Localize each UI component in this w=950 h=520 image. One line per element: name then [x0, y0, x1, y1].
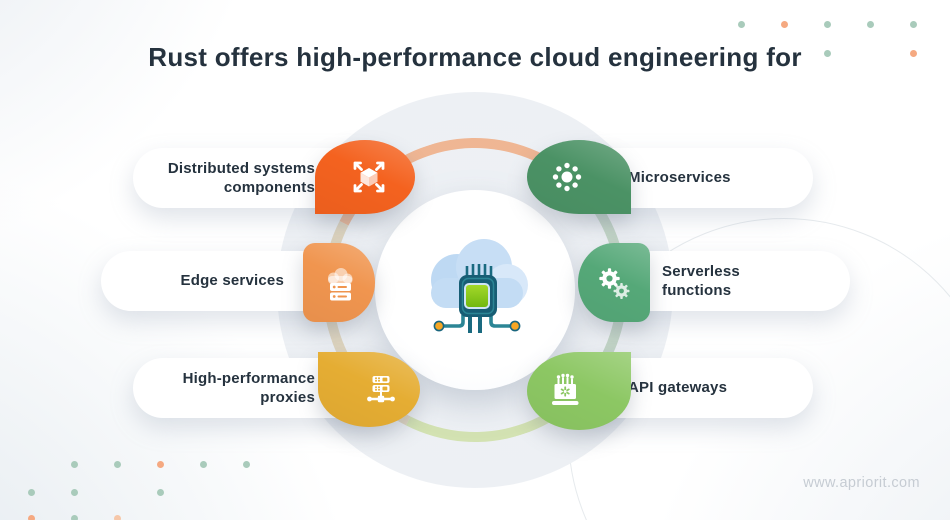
item-label: Edge services — [180, 272, 284, 290]
item-label: Microservices — [628, 169, 731, 187]
edge-cloud-server-icon — [328, 267, 353, 300]
decorative-dot — [71, 515, 78, 520]
badge-serverless-functions — [578, 243, 650, 322]
decorative-dot — [114, 461, 121, 468]
decorative-dot — [28, 489, 35, 496]
decorative-dot — [200, 461, 207, 468]
circuit-traces — [443, 315, 511, 328]
decorative-dot — [71, 489, 78, 496]
decorative-dot — [781, 21, 788, 28]
item-label: High-performance proxies — [182, 369, 315, 407]
badge-distributed-systems — [315, 140, 415, 214]
decorative-dot — [910, 50, 917, 57]
gears-icon — [599, 267, 630, 299]
circuit-node-left — [433, 320, 445, 332]
decorative-dot — [28, 515, 35, 520]
decorative-dot — [243, 461, 250, 468]
decorative-dot — [157, 461, 164, 468]
watermark: www.apriorit.com — [803, 475, 920, 491]
item-label: API gateways — [628, 379, 728, 397]
decorative-dot — [71, 461, 78, 468]
item-label: Distributed systems components — [167, 159, 315, 197]
circuit-node-right — [509, 320, 521, 332]
decorative-dot — [824, 21, 831, 28]
center-hub-circle — [375, 190, 575, 390]
item-label: Serverless functions — [662, 262, 740, 300]
package-expand-arrows-icon — [353, 161, 385, 193]
circuit-stubs — [468, 316, 482, 333]
decorative-dot — [867, 21, 874, 28]
decorative-dot — [114, 515, 121, 520]
decorative-dot — [910, 21, 917, 28]
badge-high-performance-proxies — [318, 352, 420, 427]
chip-body — [459, 275, 497, 317]
microservices-hub-icon — [552, 162, 582, 192]
decorative-dot — [157, 489, 164, 496]
badge-api-gateways — [527, 352, 631, 430]
decorative-dot — [738, 21, 745, 28]
decorative-dot — [824, 50, 831, 57]
api-gateway-icon — [552, 373, 579, 405]
page-title: Rust offers high-performance cloud engin… — [148, 42, 802, 72]
proxy-server-network-icon — [367, 375, 395, 402]
badge-microservices — [527, 140, 631, 214]
cloud-chip-icon — [431, 239, 528, 333]
badge-edge-services — [303, 243, 375, 322]
